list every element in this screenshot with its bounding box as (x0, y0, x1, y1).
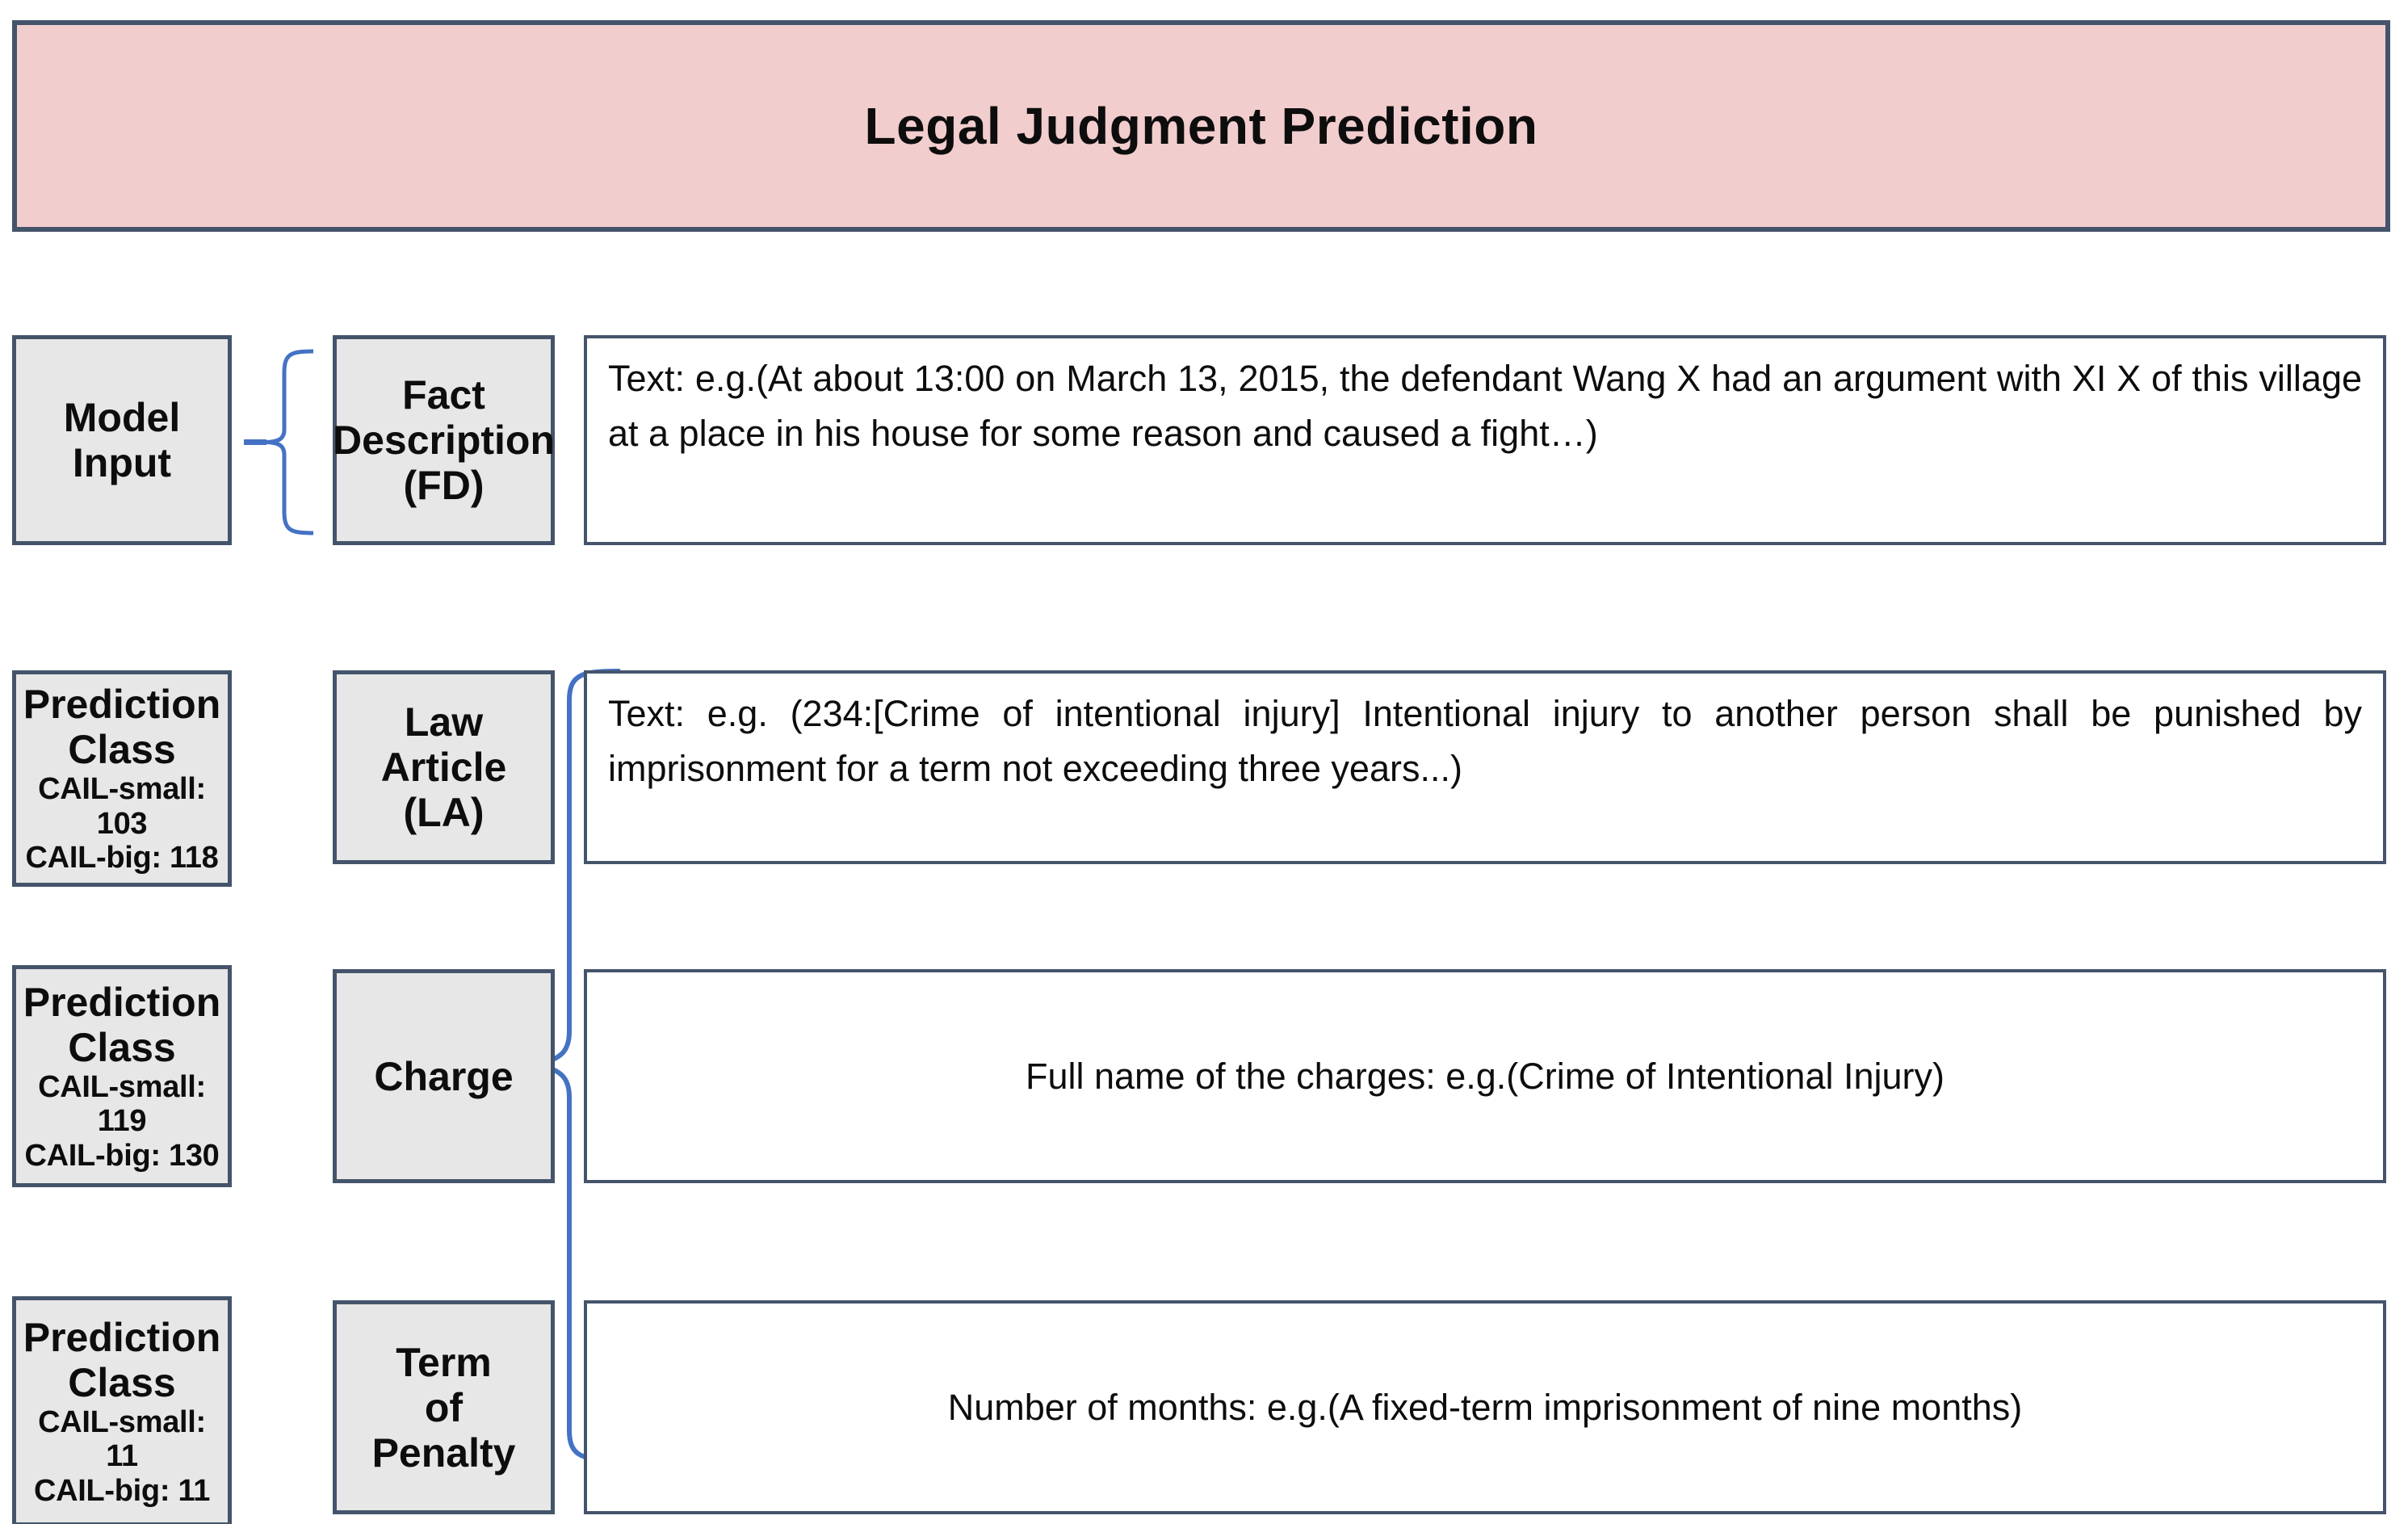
cail-small-count: CAIL-small: 103 (38, 772, 206, 841)
law-article-example-box: Text: e.g. (234:[Crime of intentional in… (584, 670, 2386, 864)
prediction-class-box-charge: Prediction Class CAIL-small: 119 CAIL-bi… (12, 965, 232, 1187)
law-article-label-line-1: Law (404, 699, 484, 745)
prediction-class-label-line-1: Prediction (23, 1314, 221, 1360)
fact-description-box: Fact Description (FD) (333, 335, 555, 545)
law-article-example-text: Text: e.g. (234:[Crime of intentional in… (608, 693, 2362, 789)
law-article-label-line-3: (LA) (403, 790, 485, 835)
prediction-class-label-line-2: Class (68, 1359, 176, 1405)
term-of-penalty-label-line-2: of (424, 1384, 464, 1430)
law-article-box: Law Article (LA) (333, 670, 555, 864)
prediction-class-label-line-1: Prediction (23, 979, 221, 1025)
page-title: Legal Judgment Prediction (864, 97, 1538, 155)
fact-description-example-box: Text: e.g.(At about 13:00 on March 13, 2… (584, 335, 2386, 545)
fact-description-example-text: Text: e.g.(At about 13:00 on March 13, 2… (608, 358, 2362, 454)
law-article-label-line-2: Article (380, 745, 507, 790)
term-of-penalty-example-text: Number of months: e.g.(A fixed-term impr… (947, 1386, 2023, 1428)
model-input-box: Model Input (12, 335, 232, 545)
model-input-label-line-1: Model (63, 395, 181, 440)
term-of-penalty-example-box: Number of months: e.g.(A fixed-term impr… (584, 1300, 2386, 1514)
fact-description-label-line-1: Fact (402, 372, 485, 418)
prediction-class-box-law-article: Prediction Class CAIL-small: 103 CAIL-bi… (12, 670, 232, 887)
charge-label: Charge (374, 1053, 514, 1099)
cail-big-count: CAIL-big: 118 (25, 841, 219, 875)
prediction-class-box-term-of-penalty: Prediction Class CAIL-small: 11 CAIL-big… (12, 1296, 232, 1524)
charge-example-box: Full name of the charges: e.g.(Crime of … (584, 969, 2386, 1183)
fact-description-label-line-2: Description (332, 418, 556, 463)
term-of-penalty-label-line-1: Term (396, 1339, 492, 1385)
charge-example-text: Full name of the charges: e.g.(Crime of … (1025, 1055, 1945, 1097)
term-of-penalty-label-line-3: Penalty (371, 1430, 516, 1476)
model-input-label-line-2: Input (72, 440, 172, 485)
fact-description-label-line-3: (FD) (403, 463, 485, 508)
page-title-banner: Legal Judgment Prediction (12, 20, 2390, 232)
term-of-penalty-box: Term of Penalty (333, 1300, 555, 1514)
prediction-class-label-line-2: Class (68, 727, 176, 773)
charge-box: Charge (333, 969, 555, 1183)
brace-model-input-icon (244, 349, 314, 535)
prediction-class-label-line-1: Prediction (23, 682, 221, 728)
prediction-class-label-line-2: Class (68, 1024, 176, 1070)
cail-big-count: CAIL-big: 11 (33, 1473, 211, 1508)
cail-small-count: CAIL-small: 11 (38, 1404, 206, 1474)
cail-small-count: CAIL-small: 119 (38, 1069, 206, 1139)
cail-big-count: CAIL-big: 130 (24, 1138, 220, 1173)
